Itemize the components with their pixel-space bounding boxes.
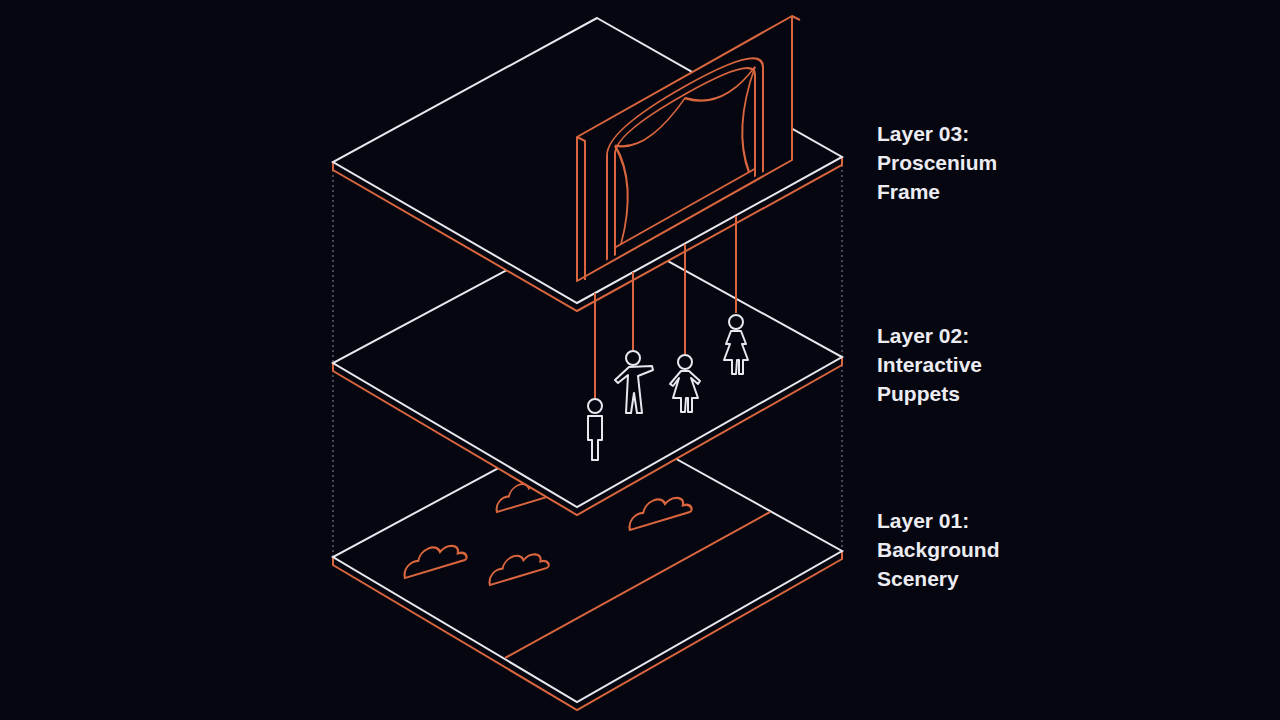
layer-label: Layer 03: Proscenium Frame	[877, 119, 1027, 206]
layer-label: Layer 01: Background Scenery	[877, 506, 1027, 593]
proscenium-frame	[577, 16, 800, 281]
puppets	[588, 315, 748, 460]
layer-label: Layer 02: Interactive Puppets	[877, 321, 1027, 408]
